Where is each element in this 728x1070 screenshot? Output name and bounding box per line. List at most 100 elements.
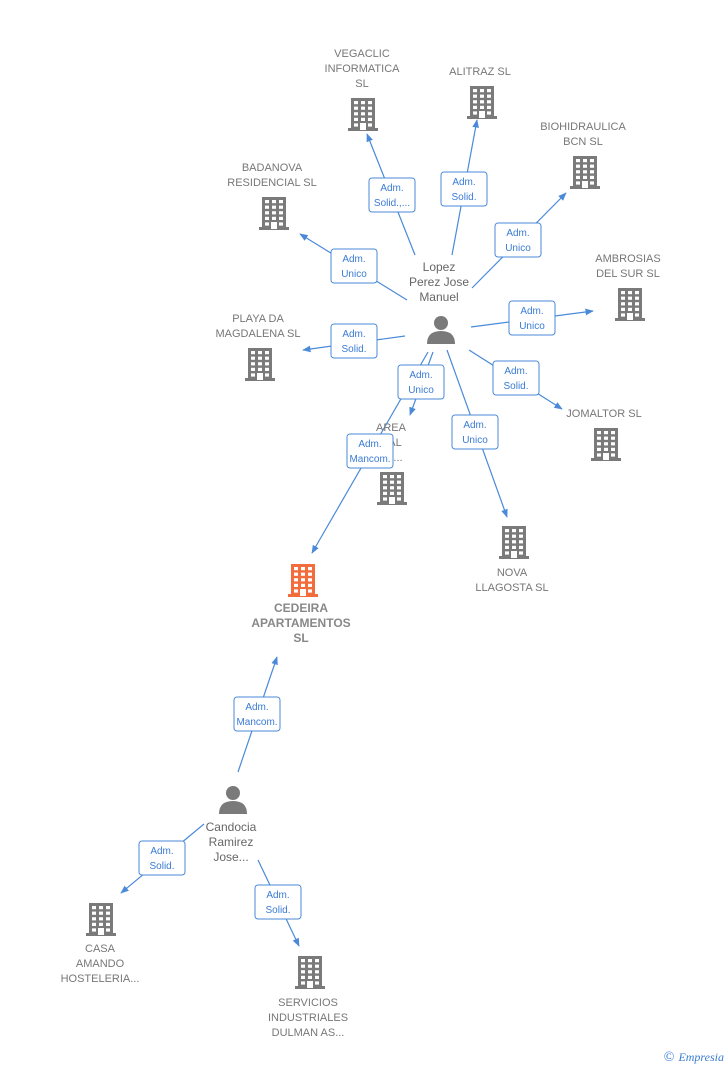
- edge-label-box: [330, 323, 378, 359]
- edge-label-box: [508, 300, 556, 336]
- node-label: BIOHIDRAULICA: [540, 121, 626, 133]
- node-label: DEL SUR SL: [596, 268, 660, 280]
- edge-label-box: [233, 696, 281, 732]
- edge-label-line: Unico: [408, 385, 434, 396]
- edge-label-line: Solid.,...: [374, 198, 410, 209]
- edge-label-line: Solid.: [265, 905, 290, 916]
- edge-label-lopez-nova[interactable]: Adm.Unico: [451, 414, 499, 450]
- edge-label-box: [451, 414, 499, 450]
- building-icon: [245, 348, 275, 381]
- edge-label-line: Unico: [505, 243, 531, 254]
- node-label: PLAYA DA: [232, 313, 284, 325]
- edge-label-line: Adm.: [380, 183, 403, 194]
- building-icon: [295, 956, 325, 989]
- node-playa[interactable]: PLAYA DA MAGDALENA SL: [216, 313, 301, 381]
- building-icon: [467, 86, 497, 119]
- edge-label-lopez-ambrosias[interactable]: Adm.Unico: [508, 300, 556, 336]
- building-icon: [348, 98, 378, 131]
- node-label: BCN SL: [563, 136, 603, 148]
- node-label: AMBROSIAS: [595, 253, 660, 265]
- node-label: Candocia: [206, 820, 257, 834]
- edge-label-line: Unico: [462, 435, 488, 446]
- person-icon: [219, 786, 247, 814]
- edge-label-lopez-badanova[interactable]: Adm. Unico: [330, 248, 378, 284]
- edge-label-line: Mancom.: [236, 717, 277, 728]
- node-label: JOMALTOR SL: [566, 408, 641, 420]
- node-label: Ramirez: [209, 835, 254, 849]
- edge-label-line: Solid.: [341, 344, 366, 355]
- node-label: INDUSTRIALES: [268, 1012, 348, 1024]
- edge-label-lopez-playa[interactable]: Adm.Solid.: [330, 323, 378, 359]
- edge-label-line: Mancom.: [349, 454, 390, 465]
- edge-label-box: [346, 433, 394, 469]
- edge-label-line: Unico: [519, 321, 545, 332]
- node-jomaltor[interactable]: JOMALTOR SL: [566, 408, 642, 461]
- edge-label-box: [440, 171, 488, 207]
- node-candocia[interactable]: CandociaRamirezJose...: [206, 786, 257, 864]
- node-label: SL: [355, 78, 368, 90]
- node-label: Lopez: [423, 260, 456, 274]
- edge-label-box: [494, 222, 542, 258]
- edge-label-lopez-biohidraulica[interactable]: Adm.Unico: [494, 222, 542, 258]
- brand-name: Empresia: [678, 1050, 724, 1064]
- building-icon: [377, 472, 407, 505]
- edge-label-line: Adm.: [342, 254, 365, 265]
- node-biohidraulica[interactable]: BIOHIDRAULICA BCN SL: [540, 121, 626, 189]
- building-icon: [499, 526, 529, 559]
- edge-label-candocia-cedeira[interactable]: Adm.Mancom.: [233, 696, 281, 732]
- node-label: APARTAMENTOS: [251, 616, 350, 630]
- edge-label-line: Adm.: [150, 846, 173, 857]
- edge-label-lopez-alitraz[interactable]: Adm.Solid.: [440, 171, 488, 207]
- node-ambrosias[interactable]: AMBROSIAS DEL SUR SL: [595, 253, 661, 321]
- edge-label-box: [397, 364, 445, 400]
- node-label: BADANOVA: [242, 162, 303, 174]
- footer-brand[interactable]: ©Empresia: [664, 1050, 724, 1066]
- edge-label-candocia-casa[interactable]: Adm.Solid.: [138, 840, 186, 876]
- building-icon: [591, 428, 621, 461]
- node-label: HOSTELERIA...: [61, 973, 140, 985]
- edge-label-line: Unico: [341, 269, 367, 280]
- node-label: NOVA: [497, 567, 528, 579]
- edge-label-line: Solid.: [503, 381, 528, 392]
- edge-label-box: [138, 840, 186, 876]
- edge-label-candocia-servicios[interactable]: Adm. Solid.: [254, 884, 302, 920]
- node-label: CEDEIRA: [274, 601, 328, 615]
- node-label: DULMAN AS...: [272, 1027, 345, 1039]
- node-label: ALITRAZ SL: [449, 66, 511, 78]
- edge-label-line: Adm.: [266, 890, 289, 901]
- node-nova[interactable]: NOVA LLAGOSTA SL: [475, 526, 549, 594]
- node-alitraz[interactable]: ALITRAZ SL: [449, 66, 511, 119]
- edge-label-line: Solid.: [451, 192, 476, 203]
- edge-label-lopez-vegaclic[interactable]: Adm. Solid.,...: [368, 177, 416, 213]
- edge-label-line: Adm.: [409, 370, 432, 381]
- edge-label-lopez-jomaltor[interactable]: Adm. Solid.: [492, 360, 540, 396]
- edge-label-box: [492, 360, 540, 396]
- edge-label-lopez-area[interactable]: Adm. Unico: [397, 364, 445, 400]
- copyright-icon: ©: [663, 1050, 675, 1065]
- edge-label-box: [330, 248, 378, 284]
- node-badanova[interactable]: BADANOVA RESIDENCIAL SL: [227, 162, 317, 230]
- edge-labels-layer: Adm.Solid.,...Adm.Solid.Adm.UnicoAdm.Uni…: [138, 171, 556, 920]
- node-label: AREA: [376, 422, 407, 434]
- node-label: AMANDO: [76, 958, 125, 970]
- node-label: RESIDENCIAL SL: [227, 177, 316, 189]
- edge-label-box: [254, 884, 302, 920]
- node-label: MAGDALENA SL: [216, 328, 301, 340]
- node-label: SL: [293, 631, 308, 645]
- edge-label-lopez-cedeira[interactable]: Adm. Mancom.: [346, 433, 394, 469]
- person-icon: [427, 316, 455, 344]
- edge-label-line: Adm.: [504, 366, 527, 377]
- node-casa[interactable]: CASAAMANDOHOSTELERIA...: [61, 903, 140, 985]
- edge-label-line: Adm.: [358, 439, 381, 450]
- node-label: LLAGOSTA SL: [475, 582, 548, 594]
- building-icon: [615, 288, 645, 321]
- edge-label-box: [368, 177, 416, 213]
- node-label: Perez Jose: [409, 275, 469, 289]
- building-icon: [86, 903, 116, 936]
